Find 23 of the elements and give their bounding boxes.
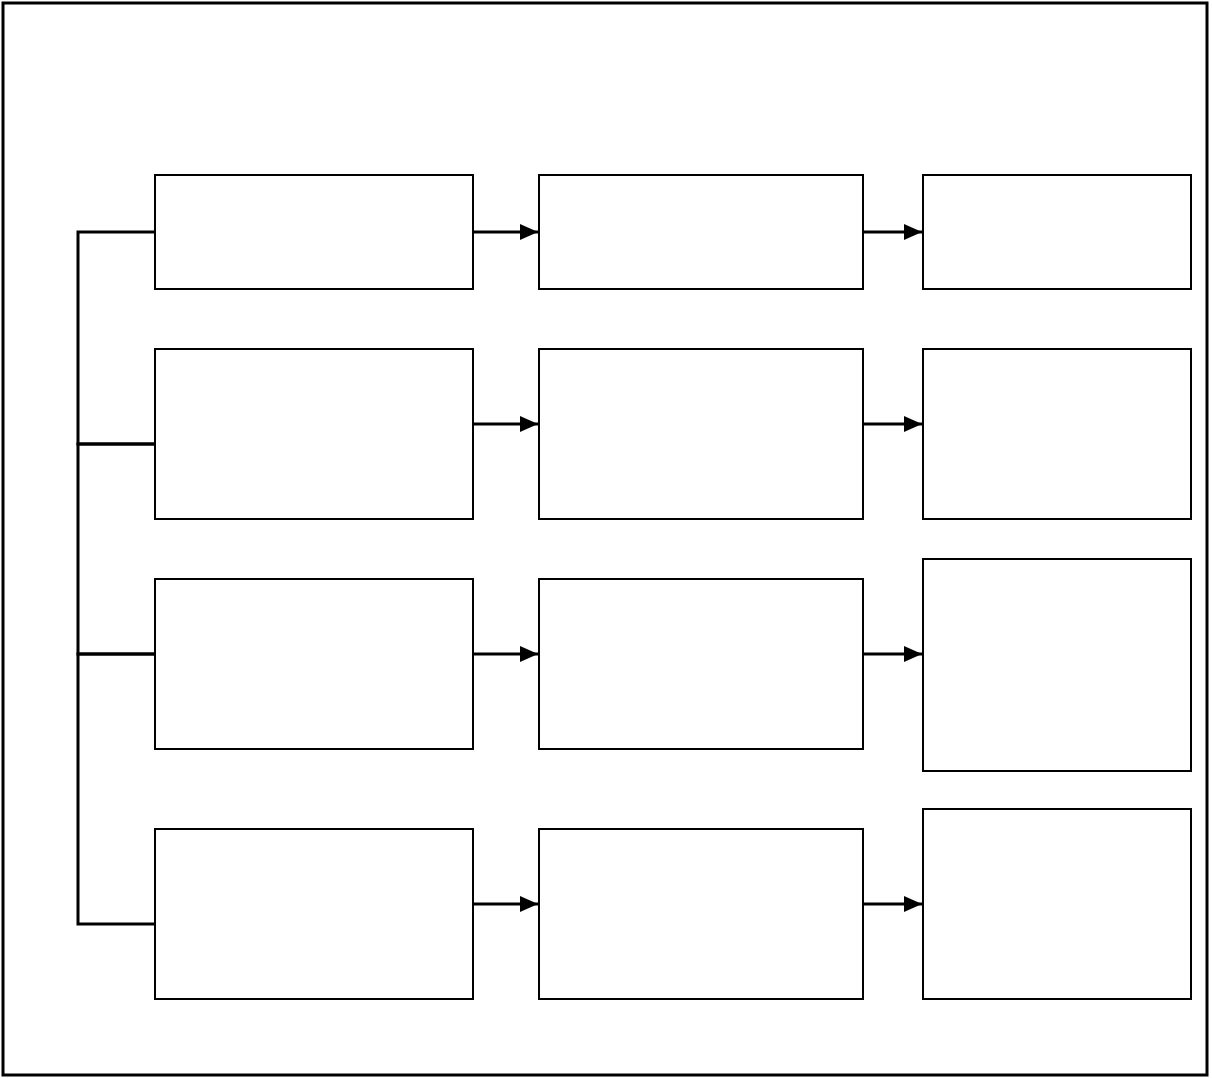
process-box <box>538 174 864 290</box>
arrow <box>474 896 538 912</box>
connector-line <box>76 652 154 926</box>
arrow <box>474 224 538 240</box>
process-box <box>154 174 474 290</box>
process-box <box>538 578 864 750</box>
connector-line <box>76 230 154 446</box>
arrow <box>864 416 922 432</box>
process-box <box>154 828 474 1000</box>
process-box <box>922 558 1192 772</box>
process-box <box>922 348 1192 520</box>
arrow <box>864 896 922 912</box>
process-box <box>154 348 474 520</box>
connector-line <box>76 442 154 656</box>
process-box <box>154 578 474 750</box>
process-box <box>538 348 864 520</box>
process-box <box>538 828 864 1000</box>
arrow <box>474 646 538 662</box>
process-box <box>922 174 1192 290</box>
arrow <box>474 416 538 432</box>
arrow <box>864 224 922 240</box>
arrow <box>864 646 922 662</box>
process-box <box>922 808 1192 1000</box>
